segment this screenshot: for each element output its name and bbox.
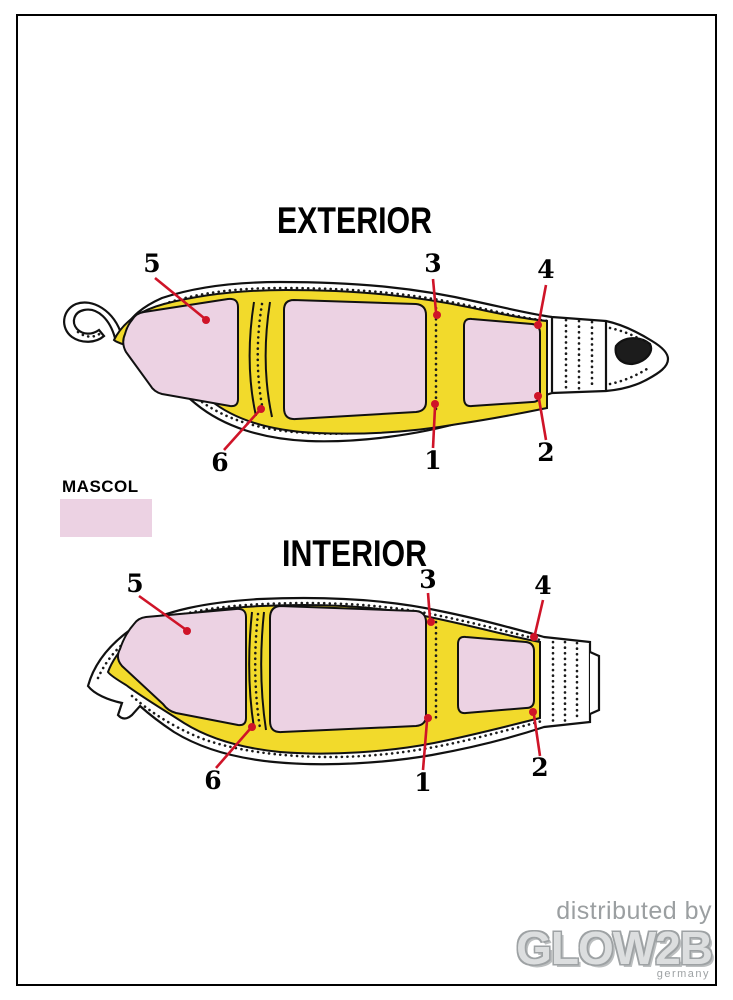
exterior-frame-dots	[256, 302, 438, 417]
callout-1: 1	[424, 400, 442, 472]
callout-5-label: 5	[143, 249, 160, 278]
mascol-legend-label: MASCOL	[62, 477, 139, 496]
window-pane-2	[269, 604, 427, 734]
frame-divider-line	[248, 301, 257, 417]
callout-5-label: 5	[126, 569, 143, 598]
callout-1-label: 1	[424, 446, 441, 472]
callout-2: 2	[529, 708, 549, 782]
frame-divider-line	[264, 301, 273, 418]
exterior-title: EXTERIOR	[276, 200, 433, 241]
callout-4-label: 4	[537, 255, 554, 284]
window-pane-2	[283, 298, 427, 421]
watermark-brand-logo: GLOW2B	[516, 922, 713, 975]
callout-1-label: 1	[414, 768, 431, 795]
callout-2-label: 2	[531, 753, 548, 782]
window-pane-1	[116, 607, 247, 727]
callout-4: 4	[530, 571, 552, 641]
callout-5: 5	[143, 249, 210, 324]
tail-step	[589, 650, 601, 716]
callout-6: 6	[211, 405, 265, 472]
callout-3-label: 3	[424, 249, 441, 278]
exterior-mask-frame	[112, 288, 548, 435]
callout-6-label: 6	[204, 766, 221, 795]
callout-2-label: 2	[537, 438, 554, 467]
callout-3: 3	[424, 249, 442, 319]
page-border	[16, 14, 717, 986]
interior-title: INTERIOR	[282, 533, 427, 574]
watermark-distributed-by: distributed by	[556, 897, 712, 925]
callout-6: 6	[204, 723, 256, 795]
callout-4: 4	[534, 255, 555, 329]
callout-3: 3	[419, 565, 437, 626]
mascol-color-swatch	[60, 499, 152, 537]
interior-diagram: 5 3 4 6 1 2	[86, 565, 601, 795]
callout-6-label: 6	[211, 448, 228, 472]
frame-divider-line	[248, 611, 255, 729]
exterior-diagram: 5 3 4 6 1 2	[63, 249, 670, 472]
frame-divider-line	[260, 611, 267, 731]
tail-fin	[614, 337, 653, 366]
window-pane-3	[463, 317, 541, 408]
interior-frame-dots	[253, 612, 438, 730]
window-pane-1	[122, 297, 239, 408]
callout-2: 2	[534, 392, 555, 467]
distributor-watermark: distributed by GLOW2B germany	[516, 897, 713, 980]
watermark-country: germany	[656, 967, 710, 980]
callout-4-label: 4	[534, 571, 551, 600]
window-pane-3	[457, 635, 535, 715]
callout-5: 5	[126, 569, 191, 635]
interior-mask-frame	[106, 604, 541, 755]
callout-1: 1	[414, 714, 432, 795]
callout-3-label: 3	[419, 565, 436, 594]
